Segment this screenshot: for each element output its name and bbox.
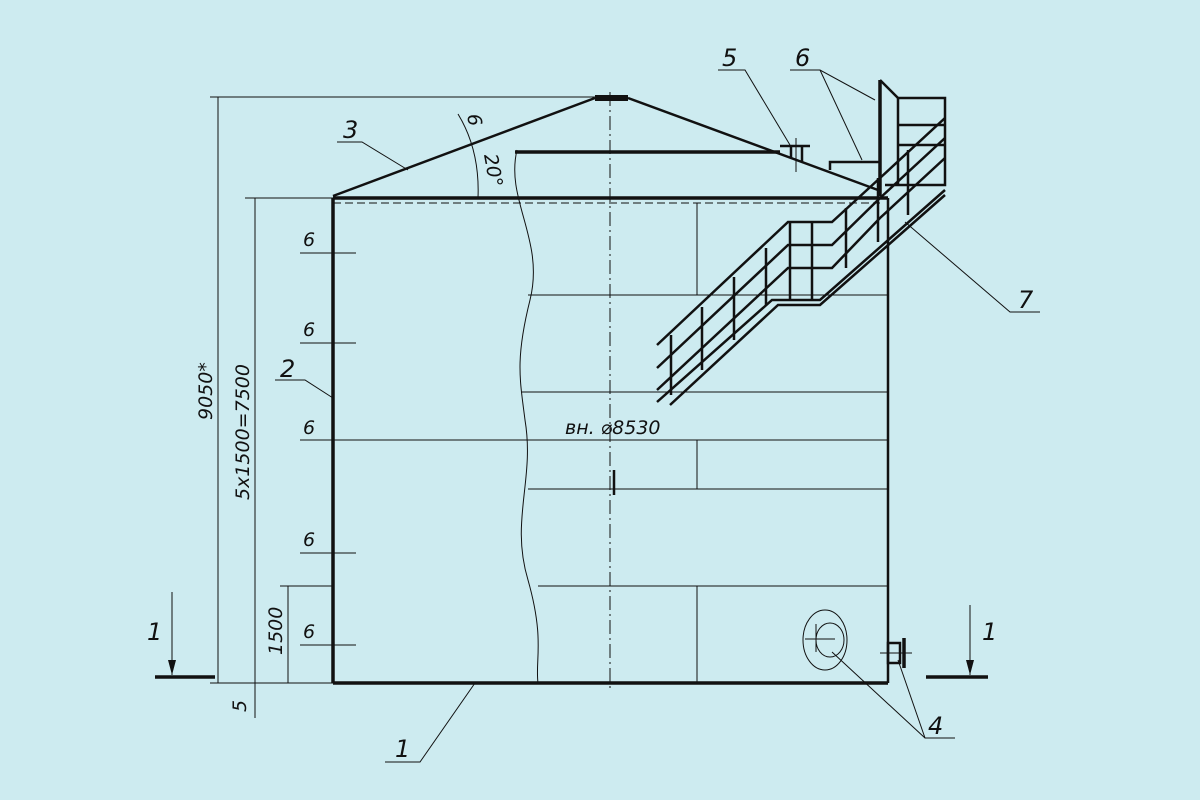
- wall-thickness-label: 6: [303, 229, 315, 251]
- bottom-offset-label: 5: [229, 700, 251, 712]
- svg-text:3: 3: [343, 116, 358, 144]
- manhole: [802, 609, 848, 671]
- callout-3: 3: [337, 116, 409, 171]
- wall-thickness-label: 6: [303, 319, 315, 341]
- callout-4: 4: [831, 651, 955, 740]
- svg-text:5: 5: [722, 44, 737, 72]
- callout-1: 1: [385, 682, 476, 763]
- section-mark-left: 1: [147, 592, 215, 679]
- svg-text:4: 4: [928, 712, 943, 740]
- tank-shell: [331, 92, 890, 690]
- nozzle: [880, 638, 912, 668]
- wall-thickness-label: 6: [303, 529, 315, 551]
- overall-height-label: 9050*: [195, 362, 217, 420]
- svg-text:6: 6: [795, 44, 810, 72]
- callout-5: 5: [718, 44, 791, 146]
- course-height-label: 1500: [265, 607, 287, 655]
- spiral-stair: [656, 117, 946, 406]
- course-seams: [522, 203, 888, 683]
- wall-thickness-label: 6: [303, 417, 315, 439]
- roof: [332, 95, 879, 198]
- callout-6: 6: [790, 44, 876, 161]
- svg-text:7: 7: [1018, 286, 1034, 314]
- break-line: [514, 149, 539, 684]
- section-label: 1: [147, 618, 162, 646]
- section-mark-right: 1: [926, 605, 997, 679]
- svg-text:1: 1: [395, 735, 410, 763]
- inner-diameter-label: вн. ⌀8530: [565, 417, 661, 439]
- roof-thickness-label: 6: [462, 112, 486, 128]
- shell-height-label: 5x1500=7500: [232, 364, 254, 500]
- callout-2: 2: [275, 355, 334, 399]
- wall-thickness-label: 6: [303, 621, 315, 643]
- roof-vent: [780, 138, 810, 172]
- dimension-lines: [210, 96, 888, 718]
- section-label: 1: [982, 618, 997, 646]
- svg-text:2: 2: [280, 355, 295, 383]
- callout-7: 7: [904, 221, 1040, 314]
